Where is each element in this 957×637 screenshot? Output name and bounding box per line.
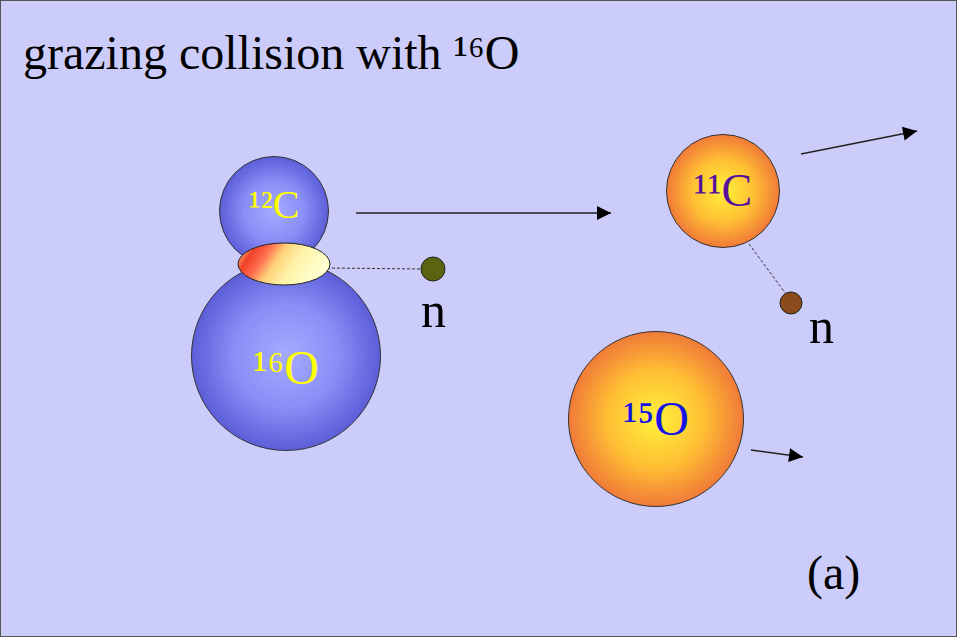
dashed-bond [327,268,422,269]
nucleus-body [220,157,329,266]
nucleus-label: ¹²C [249,185,300,225]
neutron-label: n [421,285,446,335]
nucleus-body [192,262,381,451]
nucleus-circle: ¹¹C [666,134,780,248]
neutron-dot [780,292,802,314]
nucleus-circle: ¹⁶O [191,261,381,451]
motion-arrow [801,131,917,154]
neutron-label: n [809,301,834,351]
diagram-title: grazing collision with ¹⁶O [23,29,519,77]
nucleus-label: ¹⁶O [253,344,319,392]
nucleus-label: ¹¹C [694,168,752,214]
nucleus-body [667,135,780,248]
nucleus-body [569,332,744,507]
dashed-bond [749,244,786,294]
motion-arrow [356,212,611,213]
panel-label: (a) [807,549,860,597]
nucleus-circle: ¹²C [219,156,329,266]
nucleus-label: ¹⁵O [623,395,689,443]
motion-arrow [751,450,803,457]
nucleus-circle: ¹⁵O [568,331,744,507]
overlap-zone [238,243,330,285]
neutron-dot [421,257,445,281]
